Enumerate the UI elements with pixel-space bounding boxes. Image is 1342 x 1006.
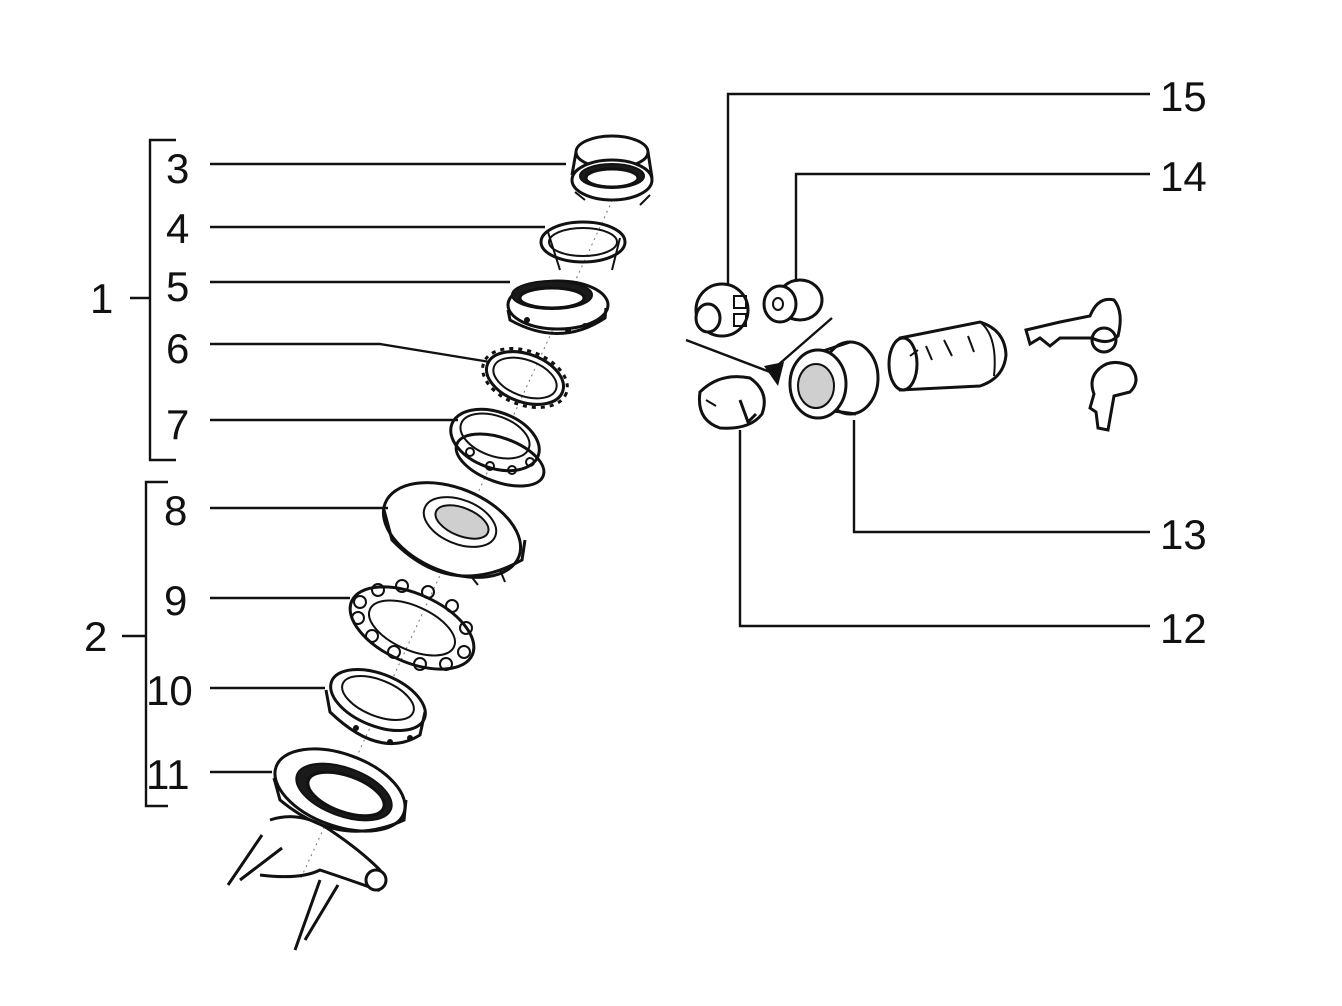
callout-6: 6 [166, 325, 190, 372]
callout-1: 1 [90, 275, 114, 322]
group-bracket-2 [122, 480, 168, 808]
part-5-lock-ring [506, 279, 610, 335]
part-12-cap [697, 375, 766, 430]
part-13-lock-housing [788, 340, 880, 420]
callout-15: 15 [1160, 73, 1207, 120]
callout-4: 4 [166, 205, 190, 252]
callout-13: 13 [1160, 511, 1207, 558]
callout-2: 2 [84, 613, 108, 660]
callout-12: 12 [1160, 605, 1207, 652]
part-14-bushing [762, 278, 824, 324]
part-8-lower-cup [381, 481, 527, 586]
part-3-top-cup [570, 134, 654, 206]
callout-9: 9 [164, 577, 188, 624]
callout-11: 11 [146, 751, 190, 798]
ignition-keys [1024, 297, 1138, 432]
group-bracket-1 [130, 138, 176, 462]
part-4-washer [539, 220, 627, 271]
part-10-lower-race [324, 667, 427, 746]
lock-cylinder [887, 320, 1008, 392]
part-7-upper-race [449, 407, 546, 488]
part-9-ball-cage [348, 579, 476, 671]
callout-3: 3 [166, 145, 190, 192]
assembly-arrow [685, 317, 833, 386]
part-15-lock-plug [694, 282, 750, 338]
part-11-bottom-cup [272, 747, 408, 833]
fork-stem [226, 815, 388, 951]
leader-lines [210, 92, 1150, 774]
callout-5: 5 [166, 263, 190, 310]
callout-8: 8 [164, 487, 188, 534]
callout-14: 14 [1160, 153, 1207, 200]
callout-7: 7 [166, 401, 190, 448]
part-6-serrated-ring [481, 347, 569, 409]
callout-10: 10 [146, 667, 193, 714]
